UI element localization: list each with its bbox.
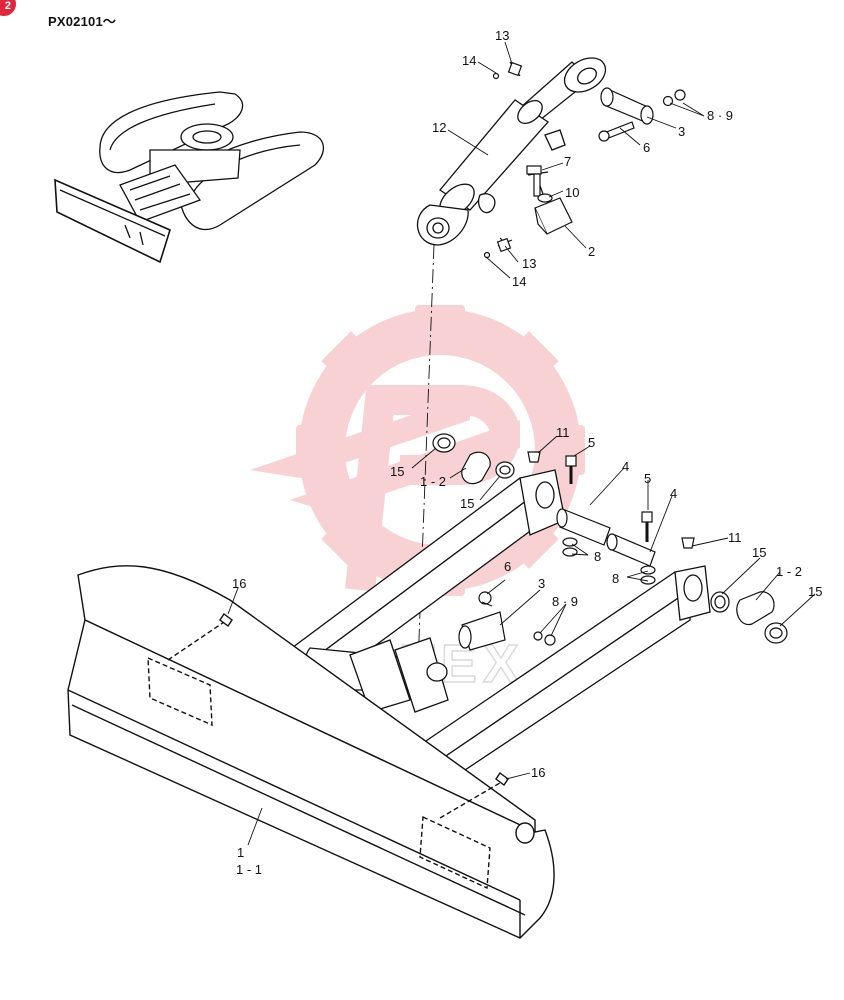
page-badge: 2 bbox=[0, 0, 16, 16]
callout-labels: 13 14 12 8 · 9 3 6 7 10 2 13 14 11 5 15 … bbox=[232, 28, 822, 877]
machine-thumbnail bbox=[54, 91, 324, 264]
callout-15-left-lower: 15 bbox=[460, 496, 474, 511]
callout-13-top: 13 bbox=[495, 28, 509, 43]
callout-12: 12 bbox=[432, 120, 446, 135]
callout-16-left: 16 bbox=[232, 576, 246, 591]
callout-2: 2 bbox=[588, 244, 595, 259]
callout-1: 1 bbox=[237, 845, 244, 860]
callout-6-bottom: 6 bbox=[504, 559, 511, 574]
callout-3-top: 3 bbox=[678, 124, 685, 139]
callout-11-right: 11 bbox=[728, 530, 742, 545]
callout-4-left: 4 bbox=[622, 459, 629, 474]
callout-15-right-b: 15 bbox=[808, 584, 822, 599]
leader-lines bbox=[227, 41, 816, 846]
callout-14-bottom: 14 bbox=[512, 274, 526, 289]
callout-5-left: 5 bbox=[588, 435, 595, 450]
callout-1-1: 1 - 1 bbox=[236, 862, 262, 877]
callout-7: 7 bbox=[564, 154, 571, 169]
callout-14-top: 14 bbox=[462, 53, 476, 68]
hydraulic-cylinder bbox=[416, 57, 607, 246]
callout-8-9-top: 8 · 9 bbox=[707, 108, 733, 123]
frame-pins bbox=[432, 433, 788, 651]
blade-frame bbox=[263, 469, 711, 781]
top-pin-hardware bbox=[483, 61, 686, 259]
callout-15-upper: 15 bbox=[390, 464, 404, 479]
dozer-blade bbox=[67, 565, 555, 939]
callout-8-right: 8 bbox=[612, 571, 619, 586]
callout-11-left: 11 bbox=[556, 425, 570, 440]
callout-8-9-bottom: 8 · 9 bbox=[552, 594, 578, 609]
callout-13-bottom: 13 bbox=[522, 256, 536, 271]
callout-8-mid: 8 bbox=[594, 549, 601, 564]
callout-10: 10 bbox=[565, 185, 579, 200]
callout-4-right: 4 bbox=[670, 486, 677, 501]
watermark-gear-logo bbox=[250, 305, 585, 596]
serial-range-label: PX02101～ bbox=[48, 14, 117, 29]
callout-1-2-left: 1 - 2 bbox=[420, 474, 446, 489]
cylinder-center-line bbox=[417, 244, 435, 666]
callout-5-right: 5 bbox=[644, 471, 651, 486]
callout-6-top: 6 bbox=[643, 140, 650, 155]
callout-1-2-right: 1 - 2 bbox=[776, 564, 802, 579]
callout-3-bottom: 3 bbox=[538, 576, 545, 591]
callout-15-right-a: 15 bbox=[752, 545, 766, 560]
callout-16-right: 16 bbox=[531, 765, 545, 780]
